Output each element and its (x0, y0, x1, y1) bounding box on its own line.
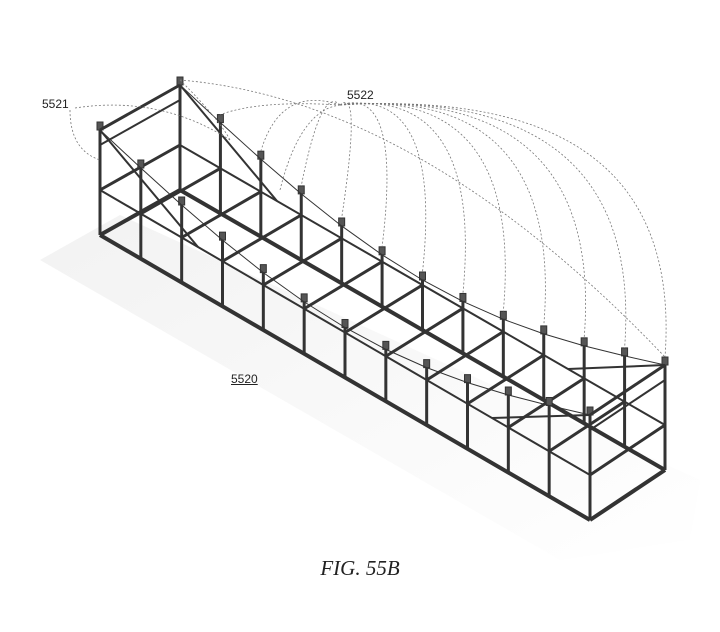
post-cap (216, 114, 224, 124)
cable-5521 (69, 109, 101, 161)
dome-cable (260, 100, 341, 152)
post-cap (545, 396, 553, 406)
end-beam (589, 379, 666, 431)
post-cap (257, 150, 265, 160)
post-cap (178, 196, 186, 206)
dome-cable (339, 102, 388, 247)
deck-rung (262, 237, 343, 287)
deck-rung (548, 400, 626, 453)
diagonal-brace (491, 414, 591, 419)
deck-rung (466, 353, 545, 406)
top-rail-back (179, 84, 666, 366)
dome-cable (339, 102, 352, 219)
label-5522: 5522 (347, 88, 374, 102)
dome-cable (279, 104, 341, 191)
figure-caption: FIG. 55B (320, 556, 400, 580)
end-beam (99, 99, 181, 146)
deck-rung (344, 283, 424, 334)
deck-rung (221, 213, 303, 263)
dome-cable (339, 103, 586, 338)
post-cap (661, 356, 669, 366)
post-cap (621, 347, 629, 357)
dome-cable (339, 102, 466, 294)
deck-rung (589, 423, 666, 477)
label-5521: 5521 (42, 97, 69, 111)
post-cap (504, 386, 512, 396)
post-cap (137, 159, 145, 169)
dome-cable (339, 103, 506, 312)
deck-rung (385, 307, 464, 358)
dome-cable (339, 103, 627, 348)
diagonal-brace (179, 84, 278, 202)
deck-rung (140, 167, 222, 216)
diagonal-brace (567, 364, 666, 370)
label-5520: 5520 (231, 372, 258, 386)
ground-shadow (40, 215, 700, 560)
top-rail-front (99, 129, 591, 416)
dome-cable (339, 103, 667, 358)
post-cap (580, 337, 588, 347)
dome-cable (300, 101, 341, 186)
dome-cable (339, 103, 546, 326)
cable-5521 (74, 104, 231, 141)
main-cable (179, 79, 666, 358)
diagonal-brace (99, 129, 199, 248)
post-cap (176, 76, 184, 86)
deck-rung (303, 260, 383, 311)
bottom-rail (588, 468, 667, 522)
dome-cable (220, 103, 341, 115)
end-top-beam (589, 363, 666, 417)
deck-rung (180, 190, 262, 239)
cable-5521 (179, 79, 231, 141)
end-top-beam (99, 83, 181, 132)
